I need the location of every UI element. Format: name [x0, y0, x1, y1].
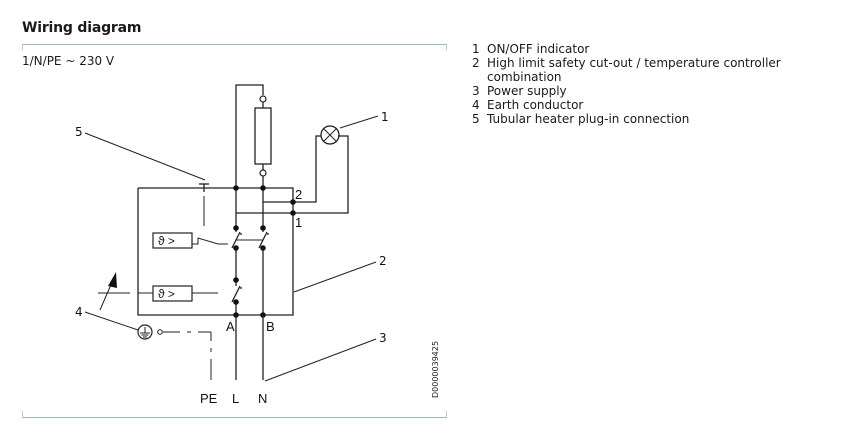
pe-label: PE — [200, 391, 218, 406]
adjust-arrow-head — [108, 272, 117, 288]
heater-terminal-bottom — [259, 169, 267, 177]
heater-supply-wire — [235, 84, 264, 188]
temperature-controller: ϑ > — [152, 183, 228, 249]
safety-cut-out: ϑ > — [98, 272, 218, 311]
terminal-1-label: 1 — [295, 215, 302, 230]
controller-sensor-box — [152, 232, 193, 249]
legend-item: 1 ON/OFF indicator — [472, 42, 590, 56]
heater-resistor — [254, 107, 272, 165]
legend-item: 2 High limit safety cut-out / temperatur… — [472, 56, 781, 84]
junction-dots — [233, 185, 296, 318]
controller-housing — [137, 187, 294, 316]
frame-top-border — [22, 44, 447, 50]
tubular-heater — [235, 84, 272, 188]
terminal-b-label: B — [266, 319, 275, 334]
callout-1: 1 — [381, 110, 389, 124]
cutout-symbol: ϑ > — [158, 287, 175, 301]
callout-4: 4 — [75, 305, 83, 319]
callout-1-leader — [339, 115, 379, 129]
n-label: N — [258, 391, 267, 406]
l-label: L — [232, 391, 239, 406]
on-off-indicator — [293, 125, 349, 214]
frame-bottom-border — [22, 411, 447, 418]
callout-5-leader — [84, 132, 206, 181]
legend: 1 ON/OFF indicator 2 High limit safety c… — [472, 42, 817, 126]
callout-3-leader — [264, 338, 377, 382]
terminal-a-label: A — [226, 319, 235, 334]
lamp-wire-right — [293, 135, 349, 214]
callout-2: 2 — [379, 254, 387, 268]
heater-terminal-top — [259, 95, 267, 103]
controller-box — [137, 187, 294, 316]
legend-item: 3 Power supply — [472, 84, 567, 98]
terminal-2-label: 2 — [295, 187, 302, 202]
earth-conductor — [137, 324, 212, 380]
section-title: Wiring diagram — [22, 20, 142, 36]
callout-5: 5 — [75, 125, 83, 139]
controller-symbol: ϑ > — [158, 234, 175, 248]
controller-actuator — [192, 237, 228, 245]
legend-item: 5 Tubular heater plug-in connection — [472, 112, 690, 126]
switch-contacts-lower — [231, 280, 242, 315]
lamp-wire-left — [293, 135, 322, 203]
document-id: D0000039425 — [431, 341, 440, 398]
supply-voltage-label: 1/N/PE ~ 230 V — [22, 54, 115, 68]
switch-contacts-upper — [231, 228, 269, 315]
callout-4-leader — [84, 311, 139, 331]
callout-3: 3 — [379, 331, 387, 345]
legend-item: 4 Earth conductor — [472, 98, 584, 112]
callout-2-leader — [293, 261, 377, 293]
